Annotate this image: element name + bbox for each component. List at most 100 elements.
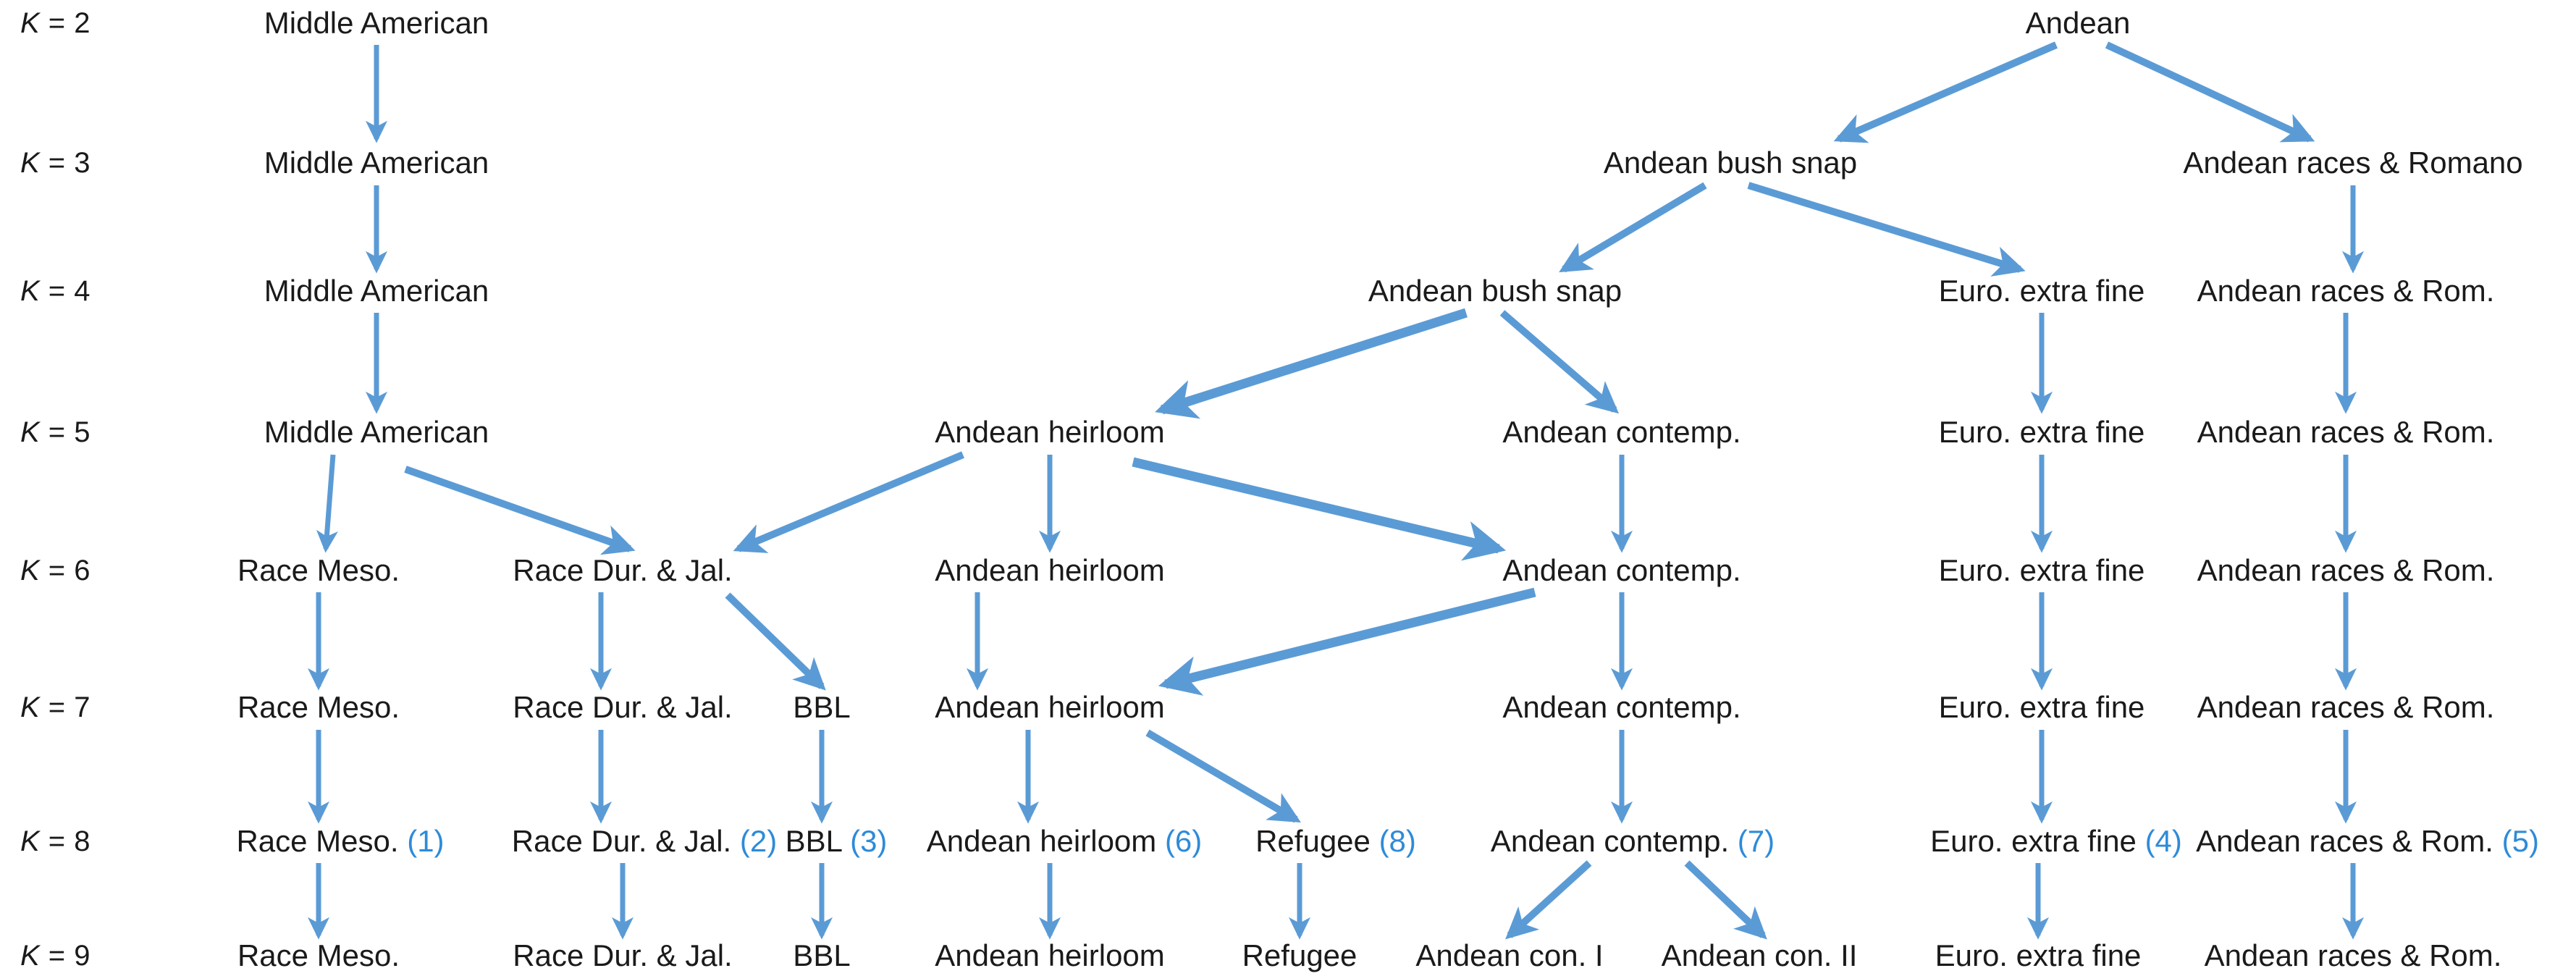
cluster-node[interactable]: Race Dur. & Jal.: [513, 555, 732, 586]
cluster-node[interactable]: Middle American: [264, 148, 489, 178]
cluster-node[interactable]: Andean bush snap: [1368, 276, 1622, 306]
cluster-node[interactable]: Middle American: [264, 417, 489, 447]
cluster-node[interactable]: Race Meso.: [237, 941, 400, 971]
cluster-node[interactable]: Andean races & Rom.: [2197, 276, 2495, 306]
k-symbol: K: [20, 416, 41, 448]
cluster-node[interactable]: Andean contemp.: [1502, 417, 1741, 447]
cluster-node[interactable]: BBL: [793, 941, 850, 971]
cluster-node-label: Refugee: [1242, 938, 1358, 972]
k-value: = 7: [40, 691, 91, 723]
cluster-node-label: Andean con. I: [1415, 938, 1604, 972]
edge-arrow: [1747, 182, 2026, 277]
k-symbol: K: [20, 940, 41, 972]
cluster-node[interactable]: Refugee (8): [1255, 826, 1416, 857]
edge-arrow: [1833, 41, 2058, 143]
cluster-node[interactable]: Race Meso.: [237, 555, 400, 586]
k-level-label-2: K = 2: [20, 7, 91, 40]
cluster-node-label: Race Dur. & Jal.: [513, 938, 733, 972]
edge-arrow: [1499, 310, 1620, 414]
cluster-node[interactable]: Andean contemp.: [1502, 692, 1741, 723]
cluster-node-label: Andean heirloom: [935, 938, 1165, 972]
cluster-node-label: Euro. extra fine: [1930, 824, 2137, 858]
cluster-node-label: Euro. extra fine: [1938, 274, 2145, 308]
cluster-node-label: Race Meso.: [237, 938, 400, 972]
edge-arrow: [1158, 587, 1536, 696]
cluster-node-label: Race Meso.: [237, 690, 400, 724]
cluster-node-label: Euro. extra fine: [1938, 690, 2145, 724]
cluster-node-label: Andean races & Rom.: [2204, 938, 2502, 972]
cluster-node[interactable]: Andean: [2026, 8, 2131, 38]
cluster-node-label: Andean contemp.: [1502, 553, 1741, 587]
edge-arrow: [1132, 457, 1507, 561]
cluster-node-label: Euro. extra fine: [1935, 938, 2142, 972]
cluster-node[interactable]: Andean heirloom: [935, 941, 1165, 971]
cluster-node[interactable]: Race Meso.: [237, 692, 400, 723]
cluster-node[interactable]: Middle American: [264, 276, 489, 306]
k-symbol: K: [20, 691, 41, 723]
cluster-node-label: BBL: [793, 938, 851, 972]
cluster-node-label: Andean heirloom: [935, 690, 1165, 724]
cluster-node[interactable]: Euro. extra fine: [1939, 692, 2145, 723]
edge-arrow: [404, 466, 636, 555]
cluster-node-label: Andean contemp.: [1502, 690, 1741, 724]
cluster-node-label: Middle American: [264, 146, 489, 180]
cluster-node[interactable]: Andean heirloom: [935, 555, 1165, 586]
k-level-label-3: K = 3: [20, 147, 91, 180]
cluster-node[interactable]: Andean con. I: [1415, 941, 1603, 971]
cluster-node-label: Andean bush snap: [1603, 146, 1858, 180]
cluster-node[interactable]: Andean races & Rom.: [2205, 941, 2502, 971]
cluster-node[interactable]: Andean races & Romano: [2183, 148, 2522, 178]
cluster-node-index: (7): [1729, 824, 1775, 858]
cluster-node-label: Andean heirloom: [926, 824, 1157, 858]
k-symbol: K: [20, 275, 41, 307]
cluster-node[interactable]: Middle American: [264, 8, 489, 38]
k-value: = 8: [40, 825, 91, 857]
cluster-node-label: Euro. extra fine: [1938, 553, 2145, 587]
cluster-node-label: Race Dur. & Jal.: [513, 553, 733, 587]
cluster-node[interactable]: Andean heirloom: [935, 692, 1165, 723]
cluster-node[interactable]: Andean bush snap: [1604, 148, 1857, 178]
k-symbol: K: [20, 147, 41, 179]
cluster-node[interactable]: Euro. extra fine: [1939, 276, 2145, 306]
edges-group: [307, 41, 2365, 940]
cluster-node-label: Middle American: [264, 274, 489, 308]
cluster-node[interactable]: Andean races & Rom. (5): [2196, 826, 2539, 857]
cluster-node[interactable]: Race Dur. & Jal.: [513, 692, 732, 723]
cluster-node[interactable]: Andean heirloom: [935, 417, 1165, 447]
cluster-node[interactable]: BBL: [793, 692, 850, 723]
k-level-label-6: K = 6: [20, 555, 91, 587]
cluster-node[interactable]: BBL (3): [786, 826, 888, 857]
cluster-node-index: (5): [2493, 824, 2539, 858]
cluster-node[interactable]: Race Dur. & Jal.: [513, 941, 732, 971]
cluster-node-index: (1): [398, 824, 445, 858]
cluster-node[interactable]: Andean contemp.: [1502, 555, 1741, 586]
cluster-node-label: Andean races & Rom.: [2197, 553, 2495, 587]
cluster-node[interactable]: Euro. extra fine: [1935, 941, 2142, 971]
cluster-node-label: Refugee: [1255, 824, 1371, 858]
cluster-node[interactable]: Andean contemp. (7): [1491, 826, 1775, 857]
k-level-label-9: K = 9: [20, 940, 91, 972]
k-value: = 2: [40, 7, 91, 39]
k-symbol: K: [20, 825, 41, 857]
k-level-label-7: K = 7: [20, 691, 91, 724]
cluster-node-label: Andean heirloom: [935, 415, 1165, 449]
cluster-node[interactable]: Race Dur. & Jal. (2): [512, 826, 777, 857]
cluster-node[interactable]: Euro. extra fine: [1939, 417, 2145, 447]
cluster-node[interactable]: Euro. extra fine (4): [1930, 826, 2182, 857]
cluster-node[interactable]: Andean races & Rom.: [2197, 555, 2495, 586]
edge-arrow: [1145, 729, 1301, 823]
cluster-node[interactable]: Race Meso. (1): [236, 826, 444, 857]
cluster-node[interactable]: Euro. extra fine: [1939, 555, 2145, 586]
cluster-node[interactable]: Andean con. II: [1662, 941, 1858, 971]
cluster-node[interactable]: Andean heirloom (6): [927, 826, 1203, 857]
cluster-node-label: BBL: [793, 690, 851, 724]
cluster-node[interactable]: Andean races & Rom.: [2197, 692, 2495, 723]
cluster-node-index: (6): [1156, 824, 1203, 858]
cluster-node-label: Andean races & Romano: [2183, 146, 2523, 180]
cluster-node[interactable]: Andean races & Rom.: [2197, 417, 2495, 447]
cluster-node-label: Andean heirloom: [935, 553, 1165, 587]
k-level-label-5: K = 5: [20, 416, 91, 449]
cluster-node[interactable]: Refugee: [1242, 941, 1358, 971]
edge-arrow: [1559, 182, 1707, 273]
